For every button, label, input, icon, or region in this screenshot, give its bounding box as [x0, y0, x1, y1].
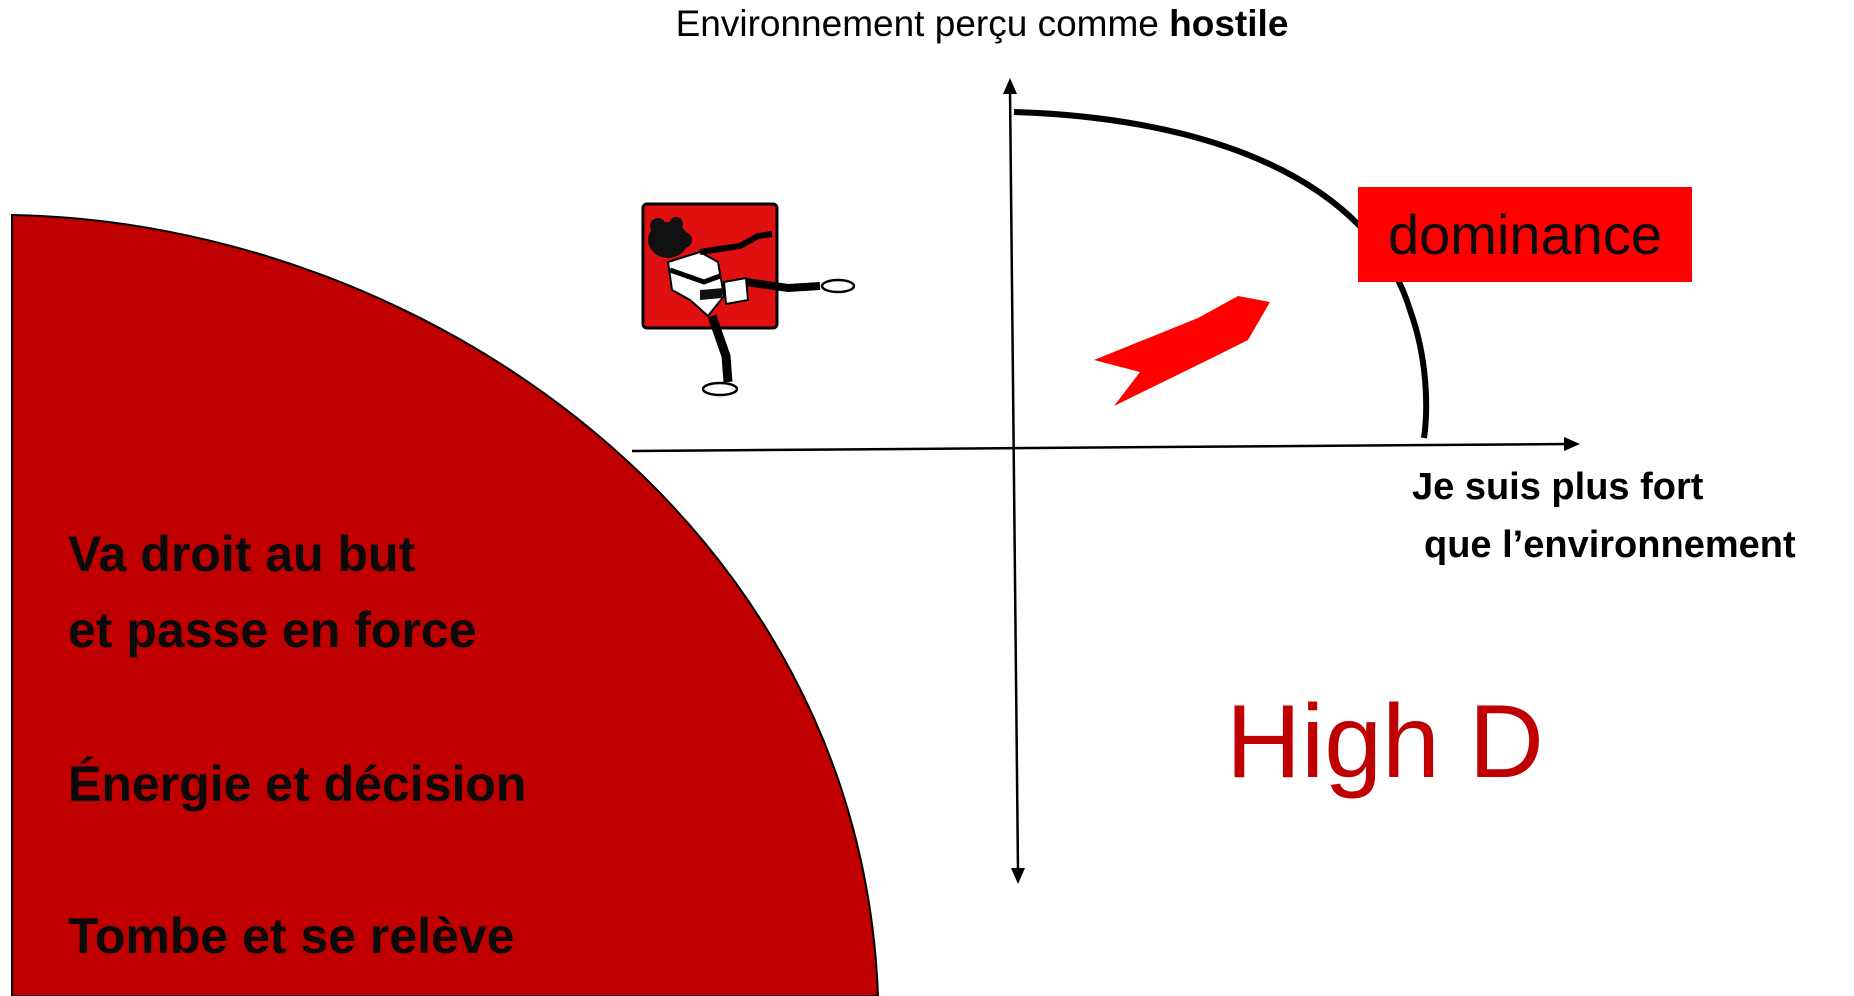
y-axis [1008, 89, 1020, 873]
axis-title-emphasis: hostile [1169, 3, 1289, 44]
x-axis [631, 442, 1569, 453]
profile-name: High D [1226, 684, 1544, 800]
x-axis-label-line1: Je suis plus fort [1412, 466, 1704, 508]
trait-line: Tombe et se relève [68, 908, 515, 964]
trait-item: Tombe et se relève [68, 898, 515, 974]
trait-item: Va droit au but et passe en force [68, 516, 477, 668]
trait-line: et passe en force [68, 602, 477, 658]
karate-kick-icon [641, 202, 856, 397]
x-axis-arrowhead [1564, 437, 1580, 451]
profile-region [11, 213, 880, 996]
dominance-label: dominance [1358, 187, 1692, 282]
dominance-arrow [1094, 296, 1270, 406]
axis-title-top: Environnement perçu comme hostile [0, 3, 1854, 45]
trait-line: Énergie et décision [68, 756, 527, 812]
x-axis-label-line2: que l’environnement [1424, 524, 1796, 566]
trait-line: Va droit au but [68, 526, 416, 582]
x-axis-label: Je suis plus fort que l’environnement [1412, 458, 1796, 574]
trait-item: Énergie et décision [68, 746, 526, 822]
axis-title-prefix: Environnement perçu comme [675, 3, 1159, 44]
y-axis-arrowhead-top [1003, 78, 1017, 94]
y-axis-arrowhead-bottom [1011, 868, 1025, 884]
